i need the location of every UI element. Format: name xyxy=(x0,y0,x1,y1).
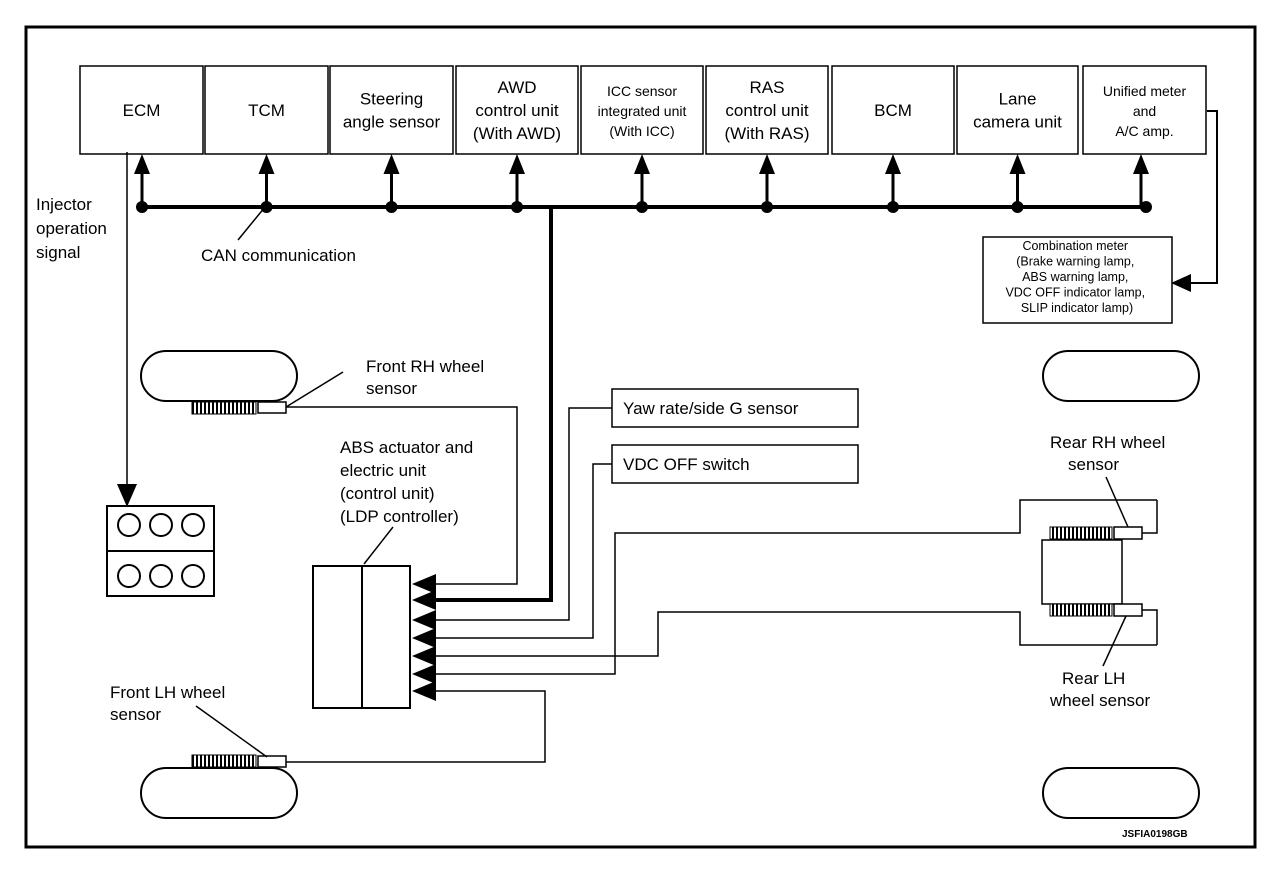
bus-node xyxy=(1140,201,1152,213)
bus-node xyxy=(136,201,148,213)
bus-node xyxy=(1011,201,1024,213)
yaw-rate-sensor xyxy=(412,388,859,630)
rear-axle xyxy=(412,499,1158,684)
bus-node xyxy=(636,201,648,213)
vdc-off-switch xyxy=(412,444,859,648)
injector-label: Injector operation signal xyxy=(36,195,112,262)
bus-arrow xyxy=(634,154,650,174)
front-lh-wheel-sensor xyxy=(191,681,546,768)
injector-signal-line xyxy=(117,152,137,507)
can-bus-nodes xyxy=(134,154,1152,213)
control-unit-box xyxy=(79,65,204,155)
svg-text:Combination meter (Brake: Combination meter (Brake warning lamp, A… xyxy=(1005,239,1148,315)
abs-label: ABS actuator and electric unit (control … xyxy=(340,438,478,526)
bus-arrow xyxy=(134,154,150,174)
front-rh-label: Front RH wheel sensor xyxy=(366,357,489,398)
tire-rear-lh xyxy=(1042,767,1200,819)
control-unit-box xyxy=(1082,65,1207,155)
control-unit-box xyxy=(580,65,704,155)
yaw-label: Yaw rate/side G sensor xyxy=(623,399,799,418)
bus-arrow xyxy=(885,154,901,174)
bus-arrow xyxy=(509,154,525,174)
engine-block xyxy=(106,505,215,597)
combination-meter: Combination meter (Brake warning lamp, A… xyxy=(982,236,1173,324)
can-label: CAN communication xyxy=(201,246,356,265)
bus-node xyxy=(761,201,773,213)
bus-node xyxy=(385,201,398,213)
rear-rh-label: Rear RH wheel sensor xyxy=(1050,433,1170,474)
control-unit-label: BCM xyxy=(874,101,912,120)
bus-node xyxy=(511,201,523,213)
bus-arrow xyxy=(383,154,400,174)
front-lh-label: Front LH wheel sensor xyxy=(110,683,230,724)
meter-signal-line xyxy=(1171,110,1218,292)
bus-arrow xyxy=(1009,154,1026,174)
control-unit-box xyxy=(455,65,579,155)
rear-lh-label: Rear LH wheel sensor xyxy=(1049,669,1151,710)
control-unit-box xyxy=(831,65,955,155)
can-arrow-abs xyxy=(412,590,436,610)
tire-rear-rh xyxy=(1042,350,1200,402)
control-unit-box xyxy=(705,65,829,155)
control-unit-box xyxy=(956,65,1079,155)
rear-rh-wheel-sensor xyxy=(1049,476,1143,540)
front-rh-wheel-sensor xyxy=(191,371,518,594)
figure-code: JSFIA0198GB xyxy=(1122,829,1188,840)
bus-arrow xyxy=(1133,154,1149,174)
bus-arrow xyxy=(258,154,275,174)
control-unit-box xyxy=(204,65,329,155)
vdc-label: VDC OFF switch xyxy=(623,455,750,474)
rear-lh-wheel-sensor xyxy=(1049,603,1143,667)
control-unit-label: TCM xyxy=(248,101,285,120)
bus-arrow xyxy=(759,154,775,174)
tire-front-lh xyxy=(140,767,298,819)
abs-actuator-unit xyxy=(312,526,411,709)
bus-node xyxy=(887,201,899,213)
can-leader xyxy=(237,206,266,241)
control-unit-box xyxy=(329,65,454,155)
tire-front-rh xyxy=(140,350,298,402)
control-unit-label: ECM xyxy=(123,101,161,120)
